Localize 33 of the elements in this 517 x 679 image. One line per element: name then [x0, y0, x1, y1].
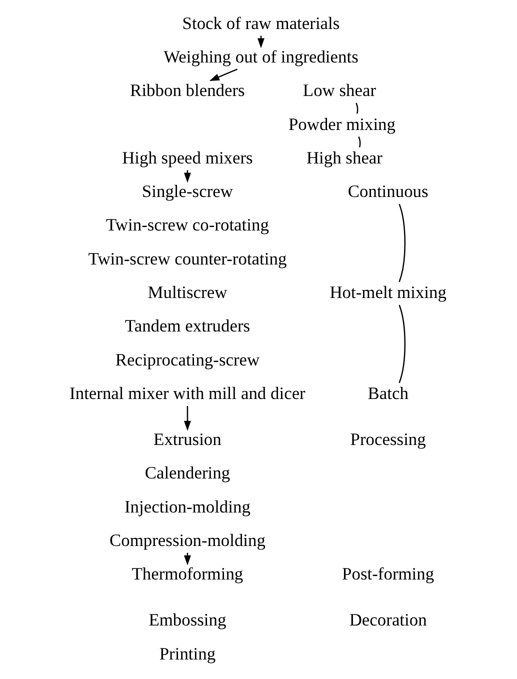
node-text: Extrusion	[154, 429, 222, 450]
arrow	[184, 406, 191, 431]
label: Post-forming	[342, 564, 434, 584]
node-text: Single-screw	[142, 181, 233, 202]
connector	[398, 304, 406, 384]
node-text: Powder mixing	[288, 114, 396, 134]
node-text: Twin-screw co-rotating	[106, 214, 269, 235]
node-text: Stock of raw materials	[182, 12, 340, 33]
arrow	[209, 68, 238, 82]
node-text: Reciprocating-screw	[115, 349, 260, 370]
node-text: Thermoforming	[132, 564, 244, 584]
node-text: Printing	[159, 643, 216, 664]
node-text: Compression-molding	[109, 530, 266, 550]
connector	[356, 102, 358, 114]
node-text: Twin-screw counter-rotating	[88, 248, 287, 268]
label: Decoration	[349, 610, 427, 630]
node-text: Continuous	[348, 181, 428, 202]
node-text: Batch	[368, 382, 408, 403]
node-text: Multiscrew	[148, 282, 228, 302]
node-text: Embossing	[148, 610, 226, 630]
node-text: Weighing out of ingredients	[164, 46, 358, 66]
node-text: Tandem extruders	[124, 316, 250, 336]
label: Processing	[350, 429, 426, 450]
node-text: Hot-melt mixing	[330, 282, 446, 302]
node-text: Injection-molding	[124, 496, 250, 516]
node-text: Internal mixer with mill and dicer	[70, 382, 306, 403]
node-text: High shear	[306, 147, 382, 168]
node-text: High speed mixers	[122, 147, 253, 168]
node-text: Calendering	[144, 462, 230, 483]
node-text: Ribbon blenders	[130, 80, 245, 100]
connector	[398, 204, 406, 282]
connector	[358, 136, 361, 148]
node-text: Low shear	[302, 80, 376, 100]
